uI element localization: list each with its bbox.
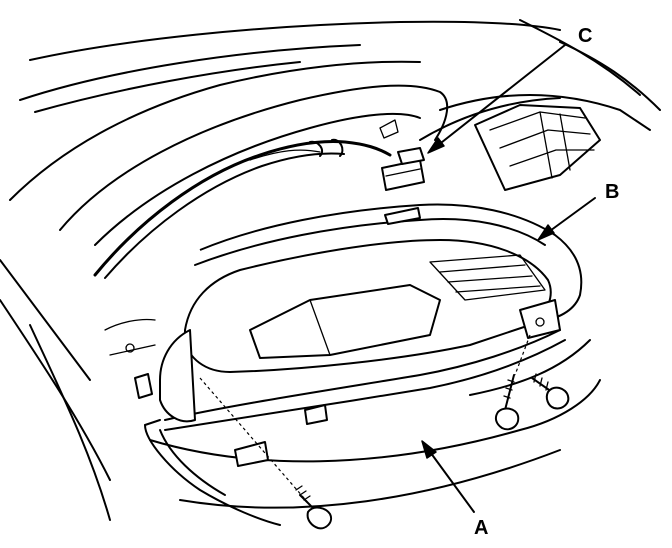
gauge-assembly bbox=[159, 203, 583, 467]
callout-b: B bbox=[537, 181, 619, 241]
dashboard-outline bbox=[0, 19, 661, 521]
meter-visor bbox=[59, 84, 449, 246]
screw-left bbox=[199, 377, 332, 530]
callout-c: C bbox=[427, 25, 592, 154]
screw-right-1 bbox=[494, 334, 531, 431]
label-b: B bbox=[605, 181, 619, 203]
label-a: A bbox=[474, 517, 488, 539]
lower-panel bbox=[144, 419, 281, 526]
air-vent bbox=[474, 104, 601, 191]
screw-right-2 bbox=[531, 373, 570, 410]
left-bezel-detail bbox=[104, 318, 156, 399]
callout-a: A bbox=[421, 440, 488, 539]
label-c: C bbox=[578, 25, 592, 47]
wire-harness bbox=[93, 138, 425, 279]
